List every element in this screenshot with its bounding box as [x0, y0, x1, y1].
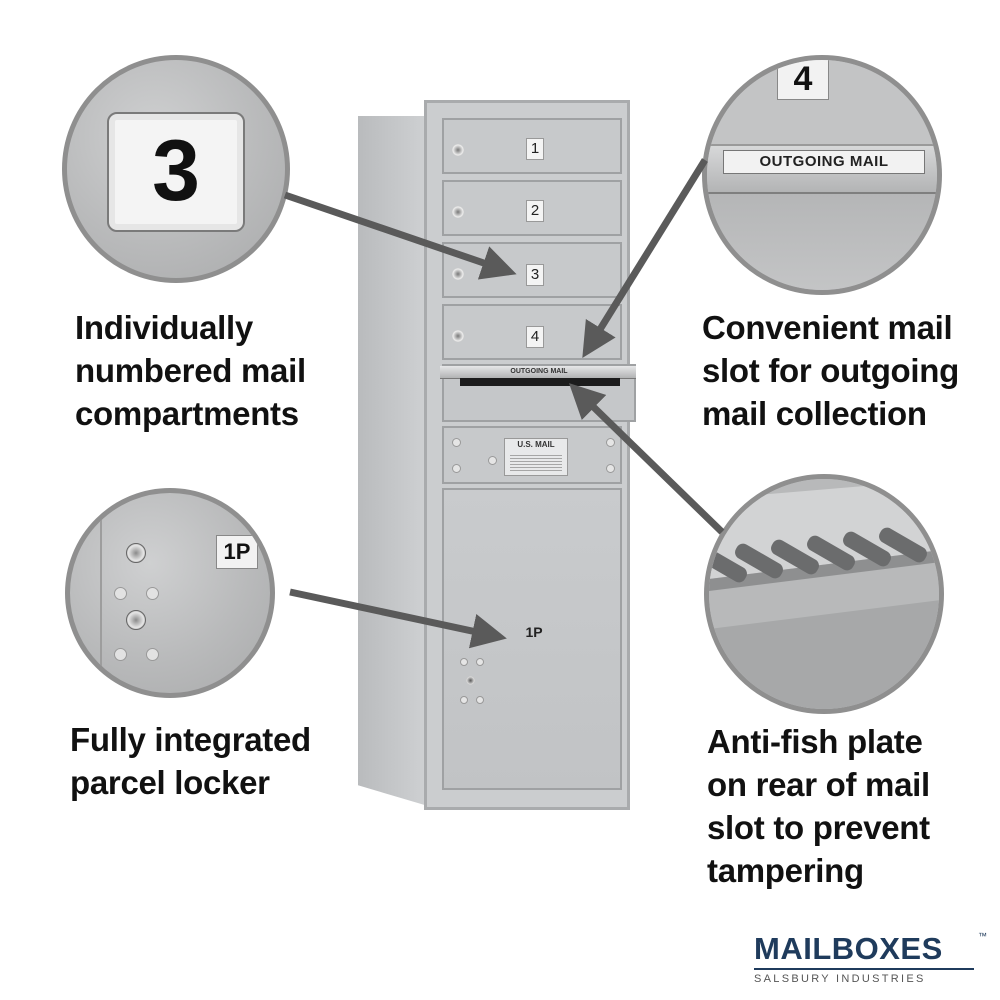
- parcel-tag-plate: 1P: [216, 535, 258, 569]
- lock-icon: [452, 268, 464, 280]
- door-number-plate: 1: [526, 138, 544, 160]
- parcel-number: 1P: [525, 624, 543, 640]
- parcel-door-edge: [100, 493, 102, 693]
- slot-label-small: OUTGOING MAIL: [510, 368, 568, 375]
- outgoing-mail-slot: OUTGOING MAIL: [440, 364, 636, 422]
- caption-outgoing-slot: Convenient mail slot for outgoing mail c…: [702, 309, 959, 432]
- rivet-icon: [146, 648, 159, 661]
- compartment-door-4: 4: [442, 304, 622, 360]
- brand-sub: SALSBURY INDUSTRIES: [754, 973, 926, 985]
- rivet-icon: [606, 464, 615, 473]
- number-tag-text: 3: [152, 123, 200, 219]
- antifish-plate-illustration: [709, 479, 939, 709]
- brand-logo: MAILBOXES ™ SALSBURY INDUSTRIES: [754, 930, 990, 990]
- zoom-circle-number-tag: 3: [62, 55, 290, 283]
- zoom-circle-antifish: [704, 474, 944, 714]
- lock-icon: [126, 543, 146, 563]
- caption-antifish: Anti-fish plate on rear of mail slot to …: [707, 723, 930, 889]
- rivet-icon: [460, 696, 468, 704]
- outgoing-tag-number-plate: 4: [777, 60, 829, 100]
- caption-numbered-compartments: Individually numbered mail compartments: [75, 309, 306, 432]
- caption-parcel-locker: Fully integrated parcel locker: [70, 721, 311, 801]
- outgoing-tag-number: 4: [793, 60, 813, 98]
- rivet-icon: [452, 464, 461, 473]
- usmail-plate: U.S. MAIL: [504, 438, 568, 476]
- brand-name: MAILBOXES: [754, 931, 943, 966]
- parcel-number-plate: 1P: [522, 622, 546, 642]
- parcel-locker-door: 1P: [442, 488, 622, 790]
- usmail-fine-print: [510, 453, 562, 471]
- door-number-plate: 3: [526, 264, 544, 286]
- number-tag: 3: [107, 112, 245, 232]
- mailbox-side-panel: [358, 116, 428, 806]
- slot-opening: [460, 378, 620, 386]
- rivet-icon: [606, 438, 615, 447]
- zoom-circle-outgoing-slot: 4 OUTGOING MAIL: [702, 55, 942, 295]
- rivet-icon: [476, 696, 484, 704]
- outgoing-label-plate: OUTGOING MAIL: [723, 150, 925, 174]
- zoom-circle-parcel: 1P: [65, 488, 275, 698]
- rivet-icon: [114, 648, 127, 661]
- mailbox-unit: 1 2 3 4 OUTGOING MAIL U.S. MAIL: [358, 100, 638, 810]
- lock-icon: [126, 610, 146, 630]
- door-number: 3: [530, 266, 540, 283]
- door-number-plate: 4: [526, 326, 544, 348]
- outgoing-label-text: OUTGOING MAIL: [759, 153, 889, 170]
- brand-trademark: ™: [978, 931, 987, 941]
- parcel-tag-text: 1P: [223, 539, 251, 564]
- lock-icon: [452, 330, 464, 342]
- rivet-icon: [146, 587, 159, 600]
- lock-icon: [466, 676, 475, 685]
- compartment-door-2: 2: [442, 180, 622, 236]
- rivet-icon: [488, 456, 497, 465]
- door-number: 1: [530, 140, 540, 157]
- rivet-icon: [452, 438, 461, 447]
- compartment-door-1: 1: [442, 118, 622, 174]
- door-number-plate: 2: [526, 200, 544, 222]
- rivet-icon: [460, 658, 468, 666]
- door-number: 4: [530, 328, 540, 345]
- brand-underline: [754, 968, 974, 970]
- lock-icon: [452, 144, 464, 156]
- rivet-icon: [476, 658, 484, 666]
- lock-icon: [452, 206, 464, 218]
- slot-lower-face: [707, 194, 937, 290]
- door-number: 2: [530, 202, 540, 219]
- usmail-label: U.S. MAIL: [517, 440, 555, 449]
- usmail-panel: U.S. MAIL: [442, 426, 622, 484]
- compartment-door-3: 3: [442, 242, 622, 298]
- rivet-icon: [114, 587, 127, 600]
